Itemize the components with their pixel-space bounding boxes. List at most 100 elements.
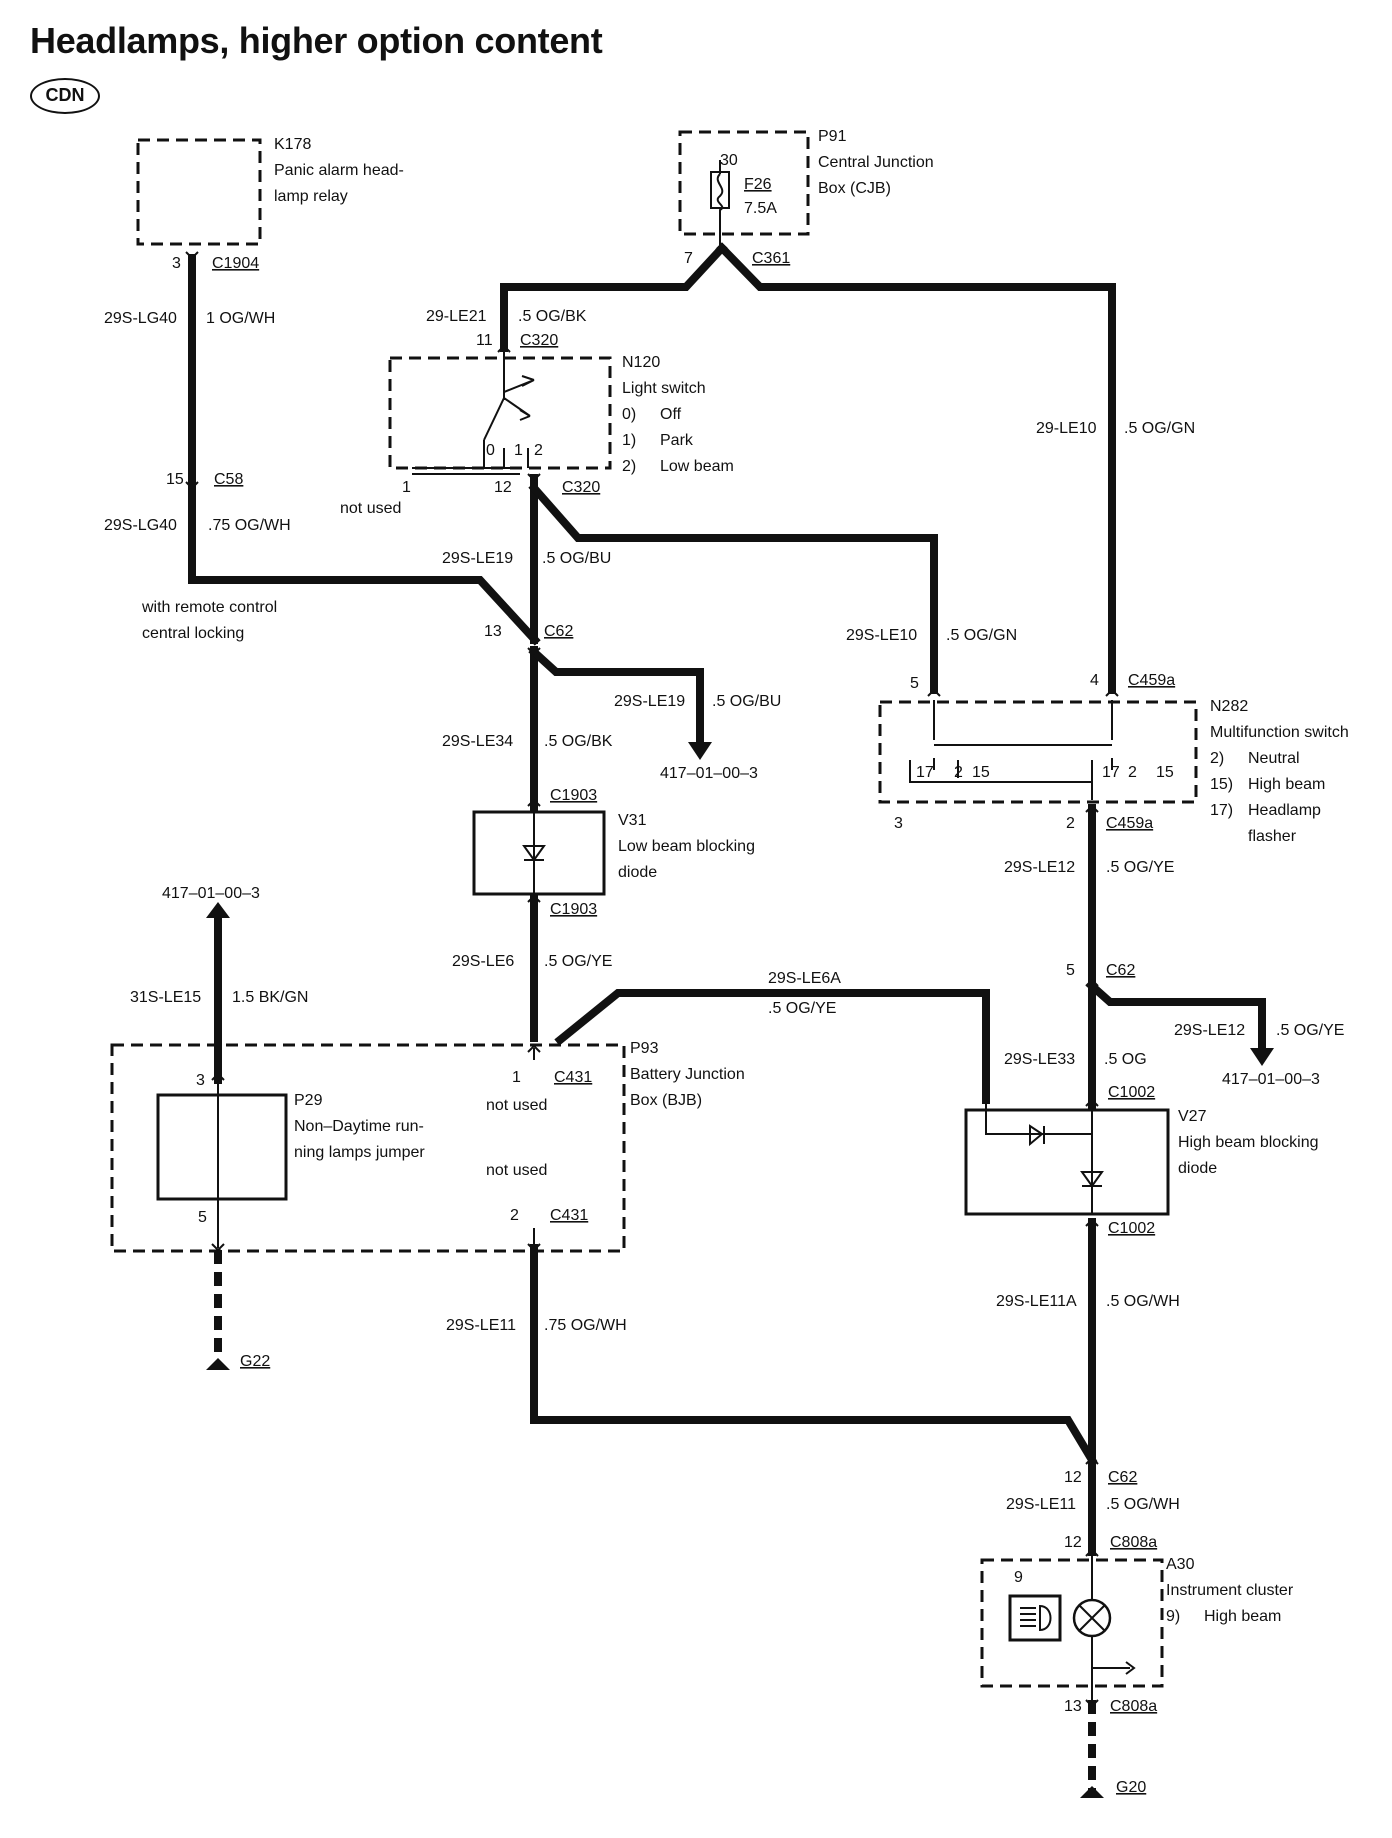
p93-box: [110, 1043, 626, 1253]
pin-p93-2: 2: [510, 1207, 519, 1224]
n282-opt2-num: 15): [1210, 776, 1233, 793]
n282-t2b: 2: [1128, 764, 1137, 781]
connector-c62a: C62: [544, 623, 573, 640]
p29-line1: Non–Daytime run-: [294, 1118, 424, 1135]
connector-c1904: C1904: [212, 255, 259, 272]
wire-c62-branch: [528, 646, 704, 749]
ref-le12: 417–01–00–3: [1222, 1071, 1320, 1088]
n120-opt1: Park: [660, 432, 694, 449]
pin-n282-3: 3: [894, 815, 903, 832]
n282-t17a: 17: [916, 764, 934, 781]
k178-id: K178: [274, 136, 311, 153]
p29-jumper: [217, 1048, 535, 1248]
wire5-id: 29S-LE19: [442, 550, 513, 567]
n282-box: [878, 700, 1198, 804]
wire12-id: 29S-LE6A: [768, 970, 841, 987]
arrow-le15-ref: [206, 902, 230, 918]
n282-opt1-num: 2): [1210, 750, 1224, 767]
connector-c459a-bot: C459a: [1106, 815, 1153, 832]
n120-name: Light switch: [622, 380, 706, 397]
ground-g20-symbol: [1080, 1786, 1104, 1798]
p93-line2: Box (BJB): [630, 1092, 702, 1109]
connector-c1002a: C1002: [1108, 1084, 1155, 1101]
n120-id: N120: [622, 354, 660, 371]
n282-opt3a: Headlamp: [1248, 802, 1321, 819]
k178-line2: lamp relay: [274, 188, 348, 205]
wire16-id: 29S-LE11: [446, 1317, 516, 1334]
wire-le6a: [554, 989, 990, 1104]
wire15-spec: .5 OG/WH: [1106, 1293, 1180, 1310]
bulb-cross: [1078, 1552, 1136, 1700]
wire14-id: 29S-LE33: [1004, 1051, 1075, 1068]
wire1-id: 29S-LG40: [104, 310, 177, 327]
market-badge: CDN: [30, 78, 100, 114]
pin-n282-4: 4: [1090, 672, 1099, 689]
n282-opt3b: flasher: [1248, 828, 1297, 845]
wire17-id: 29S-LE11: [1006, 1496, 1076, 1513]
n282-opt2: High beam: [1248, 776, 1325, 793]
wire3-spec: .5 OG/GN: [1124, 420, 1195, 437]
n120-switch: [412, 348, 535, 475]
n282-internals: [909, 700, 1113, 800]
pin-n120-11: 11: [476, 332, 493, 349]
pin-c808-13: 13: [1064, 1698, 1082, 1715]
wire-arrows: [206, 742, 1274, 1798]
n282-opt3-num: 17): [1210, 802, 1233, 819]
n282-t15b: 15: [1156, 764, 1174, 781]
n282-t2a: 2: [954, 764, 963, 781]
wire4-spec: .75 OG/WH: [208, 517, 291, 534]
n120-opt0: Off: [660, 406, 682, 423]
n120-box: [388, 356, 612, 470]
p29-line2: ning lamps jumper: [294, 1144, 425, 1161]
wire13-id: 29S-LE12: [1174, 1022, 1245, 1039]
wire12-spec: .5 OG/YE: [768, 1000, 836, 1017]
connector-c1002b: C1002: [1108, 1220, 1155, 1237]
p91-line2: Box (CJB): [818, 180, 891, 197]
wire16-spec: .75 OG/WH: [544, 1317, 627, 1334]
wire3-id: 29-LE10: [1036, 420, 1097, 437]
note-remote-line1: with remote control: [141, 599, 277, 616]
pin-p93-3: 3: [196, 1072, 205, 1089]
high-beam-indicator-icon: [1008, 1594, 1062, 1642]
wire1-spec: 1 OG/WH: [206, 310, 275, 327]
connector-c808a-bot: C808a: [1110, 1698, 1157, 1715]
v27-line1: High beam blocking: [1178, 1134, 1319, 1151]
wire6-id: 29S-LE10: [846, 627, 917, 644]
n282-name: Multifunction switch: [1210, 724, 1349, 741]
wire11-spec: .5 OG/YE: [544, 953, 612, 970]
connector-g22: G22: [240, 1353, 270, 1370]
wire6-spec: .5 OG/GN: [946, 627, 1017, 644]
v31-line1: Low beam blocking: [618, 838, 755, 855]
n282-opt1: Neutral: [1248, 750, 1300, 767]
pin-c58-15: 15: [166, 471, 184, 488]
note-not-used-n120: not used: [340, 500, 401, 517]
connector-c361: C361: [752, 250, 790, 267]
wires: [188, 242, 1266, 1790]
a30-id: A30: [1166, 1556, 1195, 1573]
v31-line2: diode: [618, 864, 657, 881]
fuse-f26-element: [716, 160, 724, 248]
wire5-spec: .5 OG/BU: [542, 550, 611, 567]
n120-pos2: 2: [534, 442, 543, 459]
p91-line1: Central Junction: [818, 154, 934, 171]
pin-c62-5: 5: [1066, 962, 1075, 979]
v27-box: [964, 1108, 1170, 1216]
p91-id: P91: [818, 128, 847, 145]
p93-id: P93: [630, 1040, 659, 1057]
wire4-id: 29S-LG40: [104, 517, 177, 534]
pin-c62-12: 12: [1064, 1469, 1082, 1486]
pin-n282-5: 5: [910, 675, 919, 692]
pin-c62-13: 13: [484, 623, 502, 640]
p29-id: P29: [294, 1092, 323, 1109]
n282-t17b: 17: [1102, 764, 1120, 781]
pin-p91-7: 7: [684, 250, 693, 267]
k178-line1: Panic alarm head-: [274, 162, 404, 179]
wire8-spec: .5 OG/BK: [544, 733, 613, 750]
v27-line2: diode: [1178, 1160, 1217, 1177]
wire-p91-n120: [500, 242, 728, 352]
wire-c62-branch2: [1086, 980, 1266, 1054]
n120-opt2: Low beam: [660, 458, 734, 475]
connector-c62b: C62: [1106, 962, 1135, 979]
pin-k178-3: 3: [172, 255, 181, 272]
